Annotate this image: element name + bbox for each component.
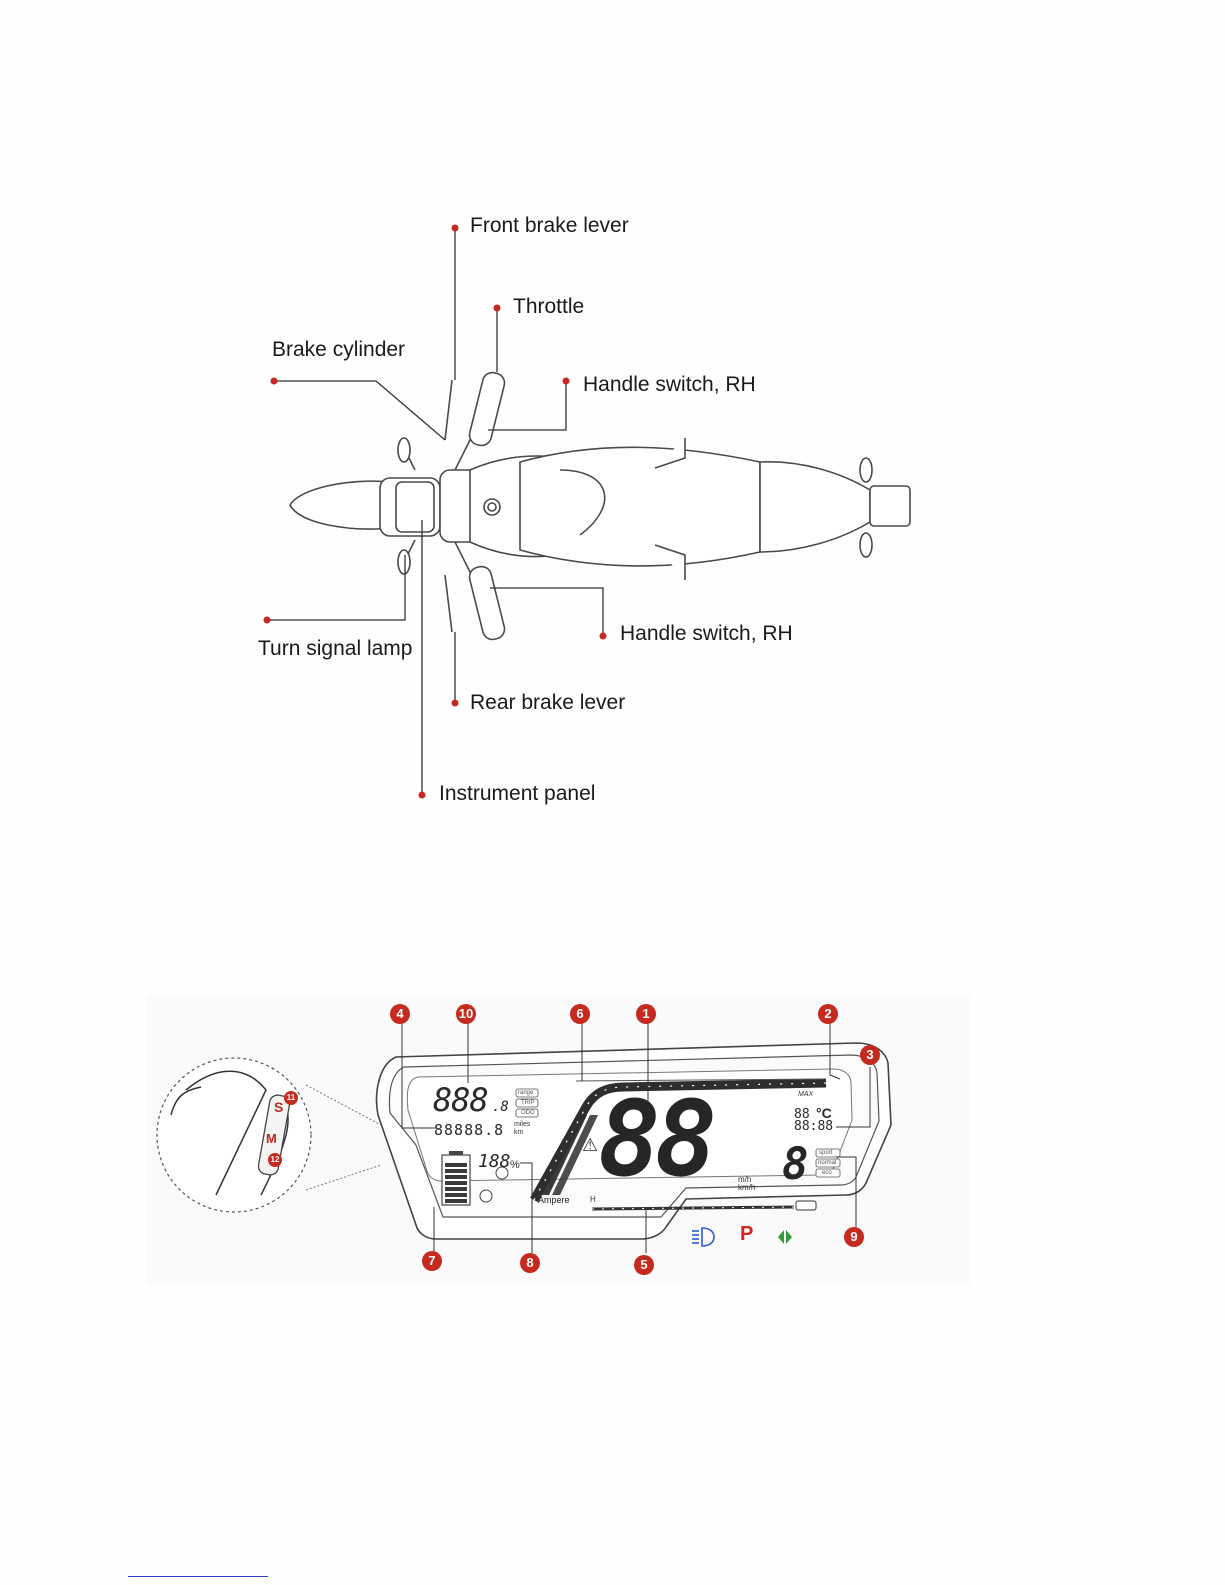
callout-3: 3 <box>860 1045 880 1065</box>
motorcycle-diagram: Front brake lever Throttle Brake cylinde… <box>0 0 1225 840</box>
label-brake-cylinder: Brake cylinder <box>272 338 405 362</box>
label-handle-switch-top: Handle switch, RH <box>583 373 756 397</box>
callout-6: 6 <box>570 1004 590 1024</box>
callout-2: 2 <box>818 1004 838 1024</box>
mode-tag-range: range <box>518 1090 533 1096</box>
callout-5: 5 <box>634 1255 654 1275</box>
odometer-unit-miles: miles <box>514 1121 530 1128</box>
label-handle-switch-bottom: Handle switch, RH <box>620 622 793 646</box>
trip-readout: 888 <box>433 1081 488 1119</box>
callout-12: 12 <box>268 1153 282 1167</box>
park-indicator: P <box>740 1223 753 1246</box>
switch-label-s: S <box>274 1099 283 1115</box>
callout-7: 7 <box>422 1251 442 1271</box>
ride-mode-normal: normal <box>818 1160 836 1166</box>
h-label: H <box>590 1195 596 1204</box>
callout-11: 11 <box>284 1091 298 1105</box>
label-throttle: Throttle <box>513 295 584 319</box>
mode-tag-trip: TRIP <box>521 1100 535 1106</box>
odometer-readout: 88888.8 <box>434 1121 504 1139</box>
dashboard-diagram: 4 10 6 1 2 3 7 8 5 9 11 12 S M 888 .8 ra… <box>146 995 970 1285</box>
clock-readout: 88:88 <box>794 1119 833 1134</box>
label-front-brake-lever: Front brake lever <box>470 214 629 238</box>
speed-unit-kmh: km/h <box>738 1183 755 1192</box>
label-rear-brake-lever: Rear brake lever <box>470 691 625 715</box>
mode-tag-odo: ODO <box>521 1110 535 1116</box>
speed-readout: 88 <box>598 1087 711 1191</box>
label-instrument-panel: Instrument panel <box>439 782 595 806</box>
headlight-icon <box>692 1228 714 1246</box>
ride-mode-sport: sport <box>819 1150 832 1156</box>
ride-mode-eco: eco <box>822 1170 832 1176</box>
label-turn-signal-lamp: Turn signal lamp <box>258 637 412 661</box>
callout-1: 1 <box>636 1004 656 1024</box>
turn-signal-icon <box>778 1230 792 1244</box>
switch-label-m: M <box>266 1131 277 1146</box>
battery-percent-readout: 188 <box>478 1151 511 1172</box>
callout-4: 4 <box>390 1004 410 1024</box>
gear-readout: 8 <box>782 1143 809 1187</box>
footnote-separator <box>128 1576 268 1577</box>
callout-10: 10 <box>456 1004 476 1024</box>
max-label: MAX <box>798 1091 813 1098</box>
callout-8: 8 <box>520 1253 540 1273</box>
ampere-label: Ampere <box>538 1195 570 1205</box>
trip-decimal: .8 <box>492 1099 509 1115</box>
battery-percent-sign: % <box>510 1159 520 1171</box>
callout-9: 9 <box>844 1227 864 1247</box>
odometer-unit-km: km <box>514 1129 523 1136</box>
warning-icon: ⚠ <box>582 1135 598 1156</box>
